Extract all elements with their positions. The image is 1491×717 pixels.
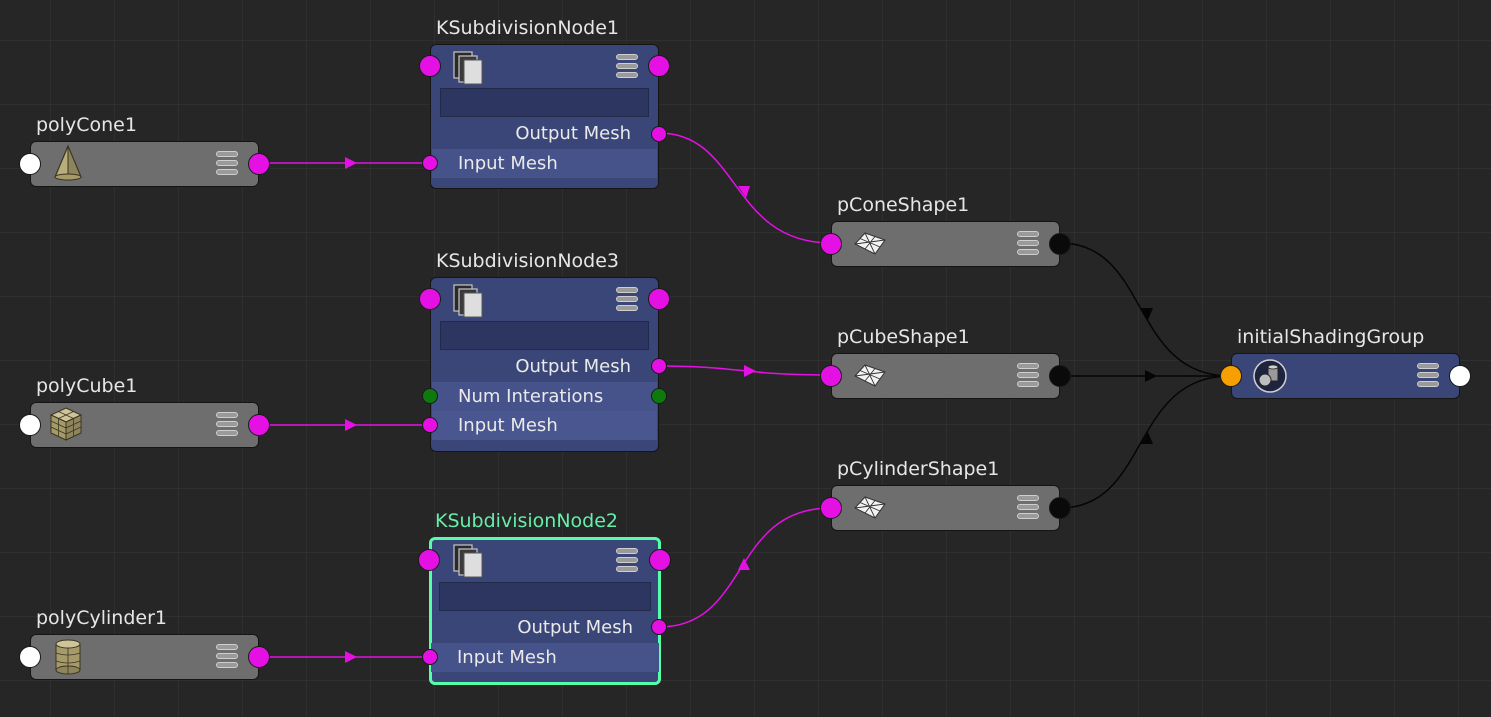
input-port[interactable]	[19, 153, 41, 175]
output-port[interactable]	[248, 153, 270, 175]
node-initialshadinggroup[interactable]: initialShadingGroup	[1220, 326, 1471, 399]
node-title: pConeShape1	[837, 194, 970, 216]
input-port[interactable]	[19, 646, 41, 668]
input-port[interactable]	[419, 288, 441, 310]
node-title: KSubdivisionNode2	[435, 510, 619, 532]
wire-arrow	[738, 558, 750, 570]
input-port[interactable]	[1220, 365, 1242, 387]
output-port[interactable]	[248, 646, 270, 668]
subdivision-node-icon	[453, 544, 483, 578]
output-port[interactable]	[649, 549, 671, 571]
wire-arrow	[345, 651, 357, 663]
attr-output-mesh: Output Mesh	[515, 123, 631, 144]
node-name-field[interactable]	[440, 321, 649, 350]
cone-icon	[54, 144, 82, 181]
mesh-shape-icon	[854, 232, 886, 255]
node-menu-icon[interactable]	[1017, 495, 1039, 519]
node-name-field[interactable]	[440, 88, 649, 117]
output-mesh-port[interactable]	[651, 126, 667, 142]
input-port[interactable]	[820, 233, 842, 255]
node-title: pCylinderShape1	[837, 458, 1000, 480]
node-pcubeshape1[interactable]: pCubeShape1	[820, 326, 1071, 399]
node-title: pCubeShape1	[837, 326, 970, 348]
wire-arrow	[1141, 432, 1153, 444]
input-mesh-port[interactable]	[422, 417, 438, 433]
output-mesh-port[interactable]	[651, 619, 667, 635]
node-menu-icon[interactable]	[616, 287, 638, 311]
output-port[interactable]	[1049, 497, 1071, 519]
attr-input-mesh: Input Mesh	[432, 411, 657, 440]
attr-input-mesh: Input Mesh	[431, 643, 659, 672]
node-title: KSubdivisionNode1	[436, 17, 620, 39]
cube-icon	[49, 407, 83, 441]
node-menu-icon[interactable]	[216, 151, 238, 175]
node-title: KSubdivisionNode3	[436, 250, 620, 272]
input-port[interactable]	[820, 497, 842, 519]
input-mesh-port[interactable]	[422, 649, 438, 665]
input-mesh-port[interactable]	[422, 155, 438, 171]
node-title: polyCube1	[36, 375, 138, 397]
node-name-field[interactable]	[439, 582, 651, 611]
output-port[interactable]	[1049, 365, 1071, 387]
wire-pcylshape-to-shadinggroup	[1059, 375, 1231, 509]
node-title: initialShadingGroup	[1237, 326, 1425, 348]
node-menu-icon[interactable]	[216, 412, 238, 436]
input-port[interactable]	[419, 55, 441, 77]
output-port[interactable]	[648, 288, 670, 310]
attr-output-mesh: Output Mesh	[517, 617, 633, 638]
node-polycylinder1[interactable]: polyCylinder1	[19, 607, 270, 680]
node-pcylindershape1[interactable]: pCylinderShape1	[820, 458, 1071, 531]
subdivision-node-icon	[453, 51, 483, 85]
output-port[interactable]	[1049, 233, 1071, 255]
node-menu-icon[interactable]	[1017, 363, 1039, 387]
node-ksubdivisionnode2[interactable]: KSubdivisionNode2 Output Mesh Input Mesh	[418, 510, 671, 685]
wire-arrow	[345, 419, 357, 431]
node-ksubdivisionnode1[interactable]: KSubdivisionNode1 Output Mesh Input Mesh	[419, 17, 670, 189]
subdivision-node-icon	[453, 284, 483, 318]
node-menu-icon[interactable]	[1417, 363, 1439, 387]
mesh-shape-icon	[854, 496, 886, 519]
input-port[interactable]	[19, 414, 41, 436]
output-port[interactable]	[1449, 365, 1471, 387]
cylinder-icon	[55, 639, 81, 675]
num-interations-input-port[interactable]	[422, 388, 438, 404]
node-menu-icon[interactable]	[616, 54, 638, 78]
output-port[interactable]	[648, 55, 670, 77]
wire-ksub1-to-pconeshape	[658, 132, 832, 244]
wire-arrow	[738, 186, 750, 198]
wire-ksub3-to-pcubeshape	[658, 365, 832, 376]
input-port[interactable]	[820, 365, 842, 387]
node-pconeshape1[interactable]: pConeShape1	[820, 194, 1071, 267]
node-ksubdivisionnode3[interactable]: KSubdivisionNode3 Output Mesh Num Intera…	[419, 250, 670, 452]
num-interations-output-port[interactable]	[651, 388, 667, 404]
output-port[interactable]	[248, 414, 270, 436]
node-polycube1[interactable]: polyCube1	[19, 375, 270, 448]
mesh-shape-icon	[854, 364, 886, 387]
node-menu-icon[interactable]	[216, 644, 238, 668]
wire-arrow	[345, 157, 357, 169]
node-menu-icon[interactable]	[616, 548, 638, 572]
attr-input-mesh: Input Mesh	[432, 149, 657, 178]
output-mesh-port[interactable]	[651, 358, 667, 374]
node-polycone1[interactable]: polyCone1	[19, 114, 270, 187]
wire-arrow	[744, 365, 756, 377]
node-menu-icon[interactable]	[1017, 231, 1039, 255]
input-port[interactable]	[418, 549, 440, 571]
wire-arrow	[1145, 370, 1157, 382]
node-title: polyCone1	[36, 114, 137, 136]
wire-pconeshape-to-shadinggroup	[1059, 242, 1231, 377]
node-title: polyCylinder1	[36, 607, 167, 629]
attr-output-mesh: Output Mesh	[515, 356, 631, 377]
shading-group-icon	[1253, 359, 1287, 393]
wire-arrow	[1141, 308, 1153, 320]
attr-num-interations: Num Interations	[432, 382, 657, 411]
